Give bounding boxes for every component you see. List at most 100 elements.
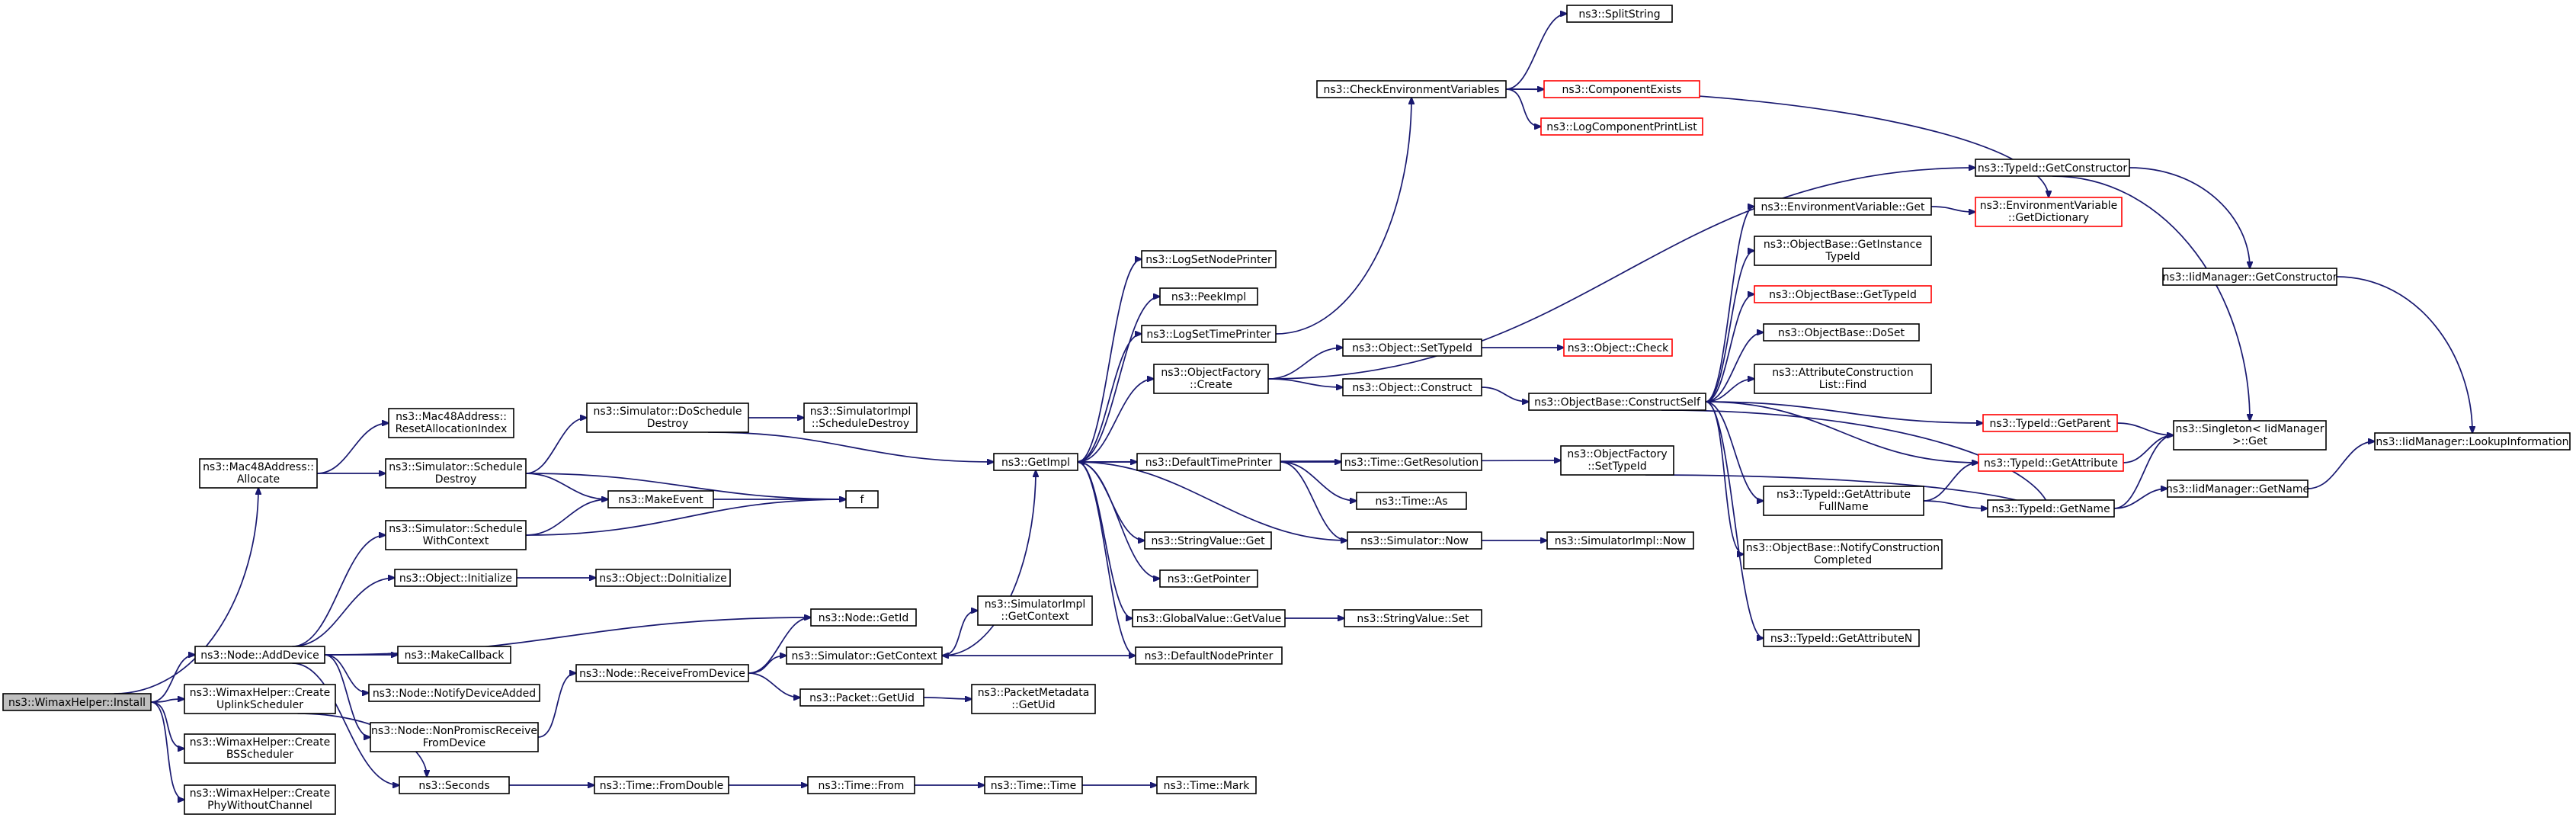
node-label: ns3::StringValue::Set (1357, 613, 1469, 625)
node-makeCallback[interactable]: ns3::MakeCallback (397, 646, 511, 664)
edge-defTimePrinter-to-simNow (1280, 461, 1347, 540)
node-objBaseGetTid[interactable]: ns3::ObjectBase::GetTypeId (1754, 285, 1932, 303)
node-label: ns3::ObjectBase::GetTypeId (1769, 289, 1917, 301)
node-tidGetName[interactable]: ns3::TypeId::GetName (1987, 499, 2115, 518)
node-box (971, 684, 1096, 714)
node-box (1566, 5, 1673, 23)
node-objBaseConstructSelf[interactable]: ns3::ObjectBase::ConstructSelf (1528, 393, 1706, 411)
node-label: ns3::Object::SetTypeId (1352, 342, 1472, 354)
edge-addDevice-to-nonPromisc (324, 654, 370, 737)
node-splitString[interactable]: ns3::SplitString (1566, 5, 1673, 23)
node-objConstruct[interactable]: ns3::Object::Construct (1342, 378, 1482, 396)
edge-iidGetConstructor-to-iidLookupInfo (2336, 276, 2472, 433)
edge-objBaseConstructSelf-to-objBaseDoSet (1705, 332, 1764, 402)
node-seconds[interactable]: ns3::Seconds (399, 776, 510, 794)
node-checkEnv[interactable]: ns3::CheckEnvironmentVariables (1316, 80, 1507, 98)
node-envVarGet[interactable]: ns3::EnvironmentVariable::Get (1754, 197, 1932, 216)
node-label: ns3::GlobalValue::GetValue (1136, 613, 1281, 625)
node-objBaseNotify[interactable]: ns3::ObjectBase::NotifyConstructionCompl… (1743, 539, 1943, 569)
node-notifyDevAdded[interactable]: ns3::Node::NotifyDeviceAdded (368, 684, 540, 702)
node-makeEvent[interactable]: ns3::MakeEvent (607, 490, 714, 508)
node-timeFrom[interactable]: ns3::Time::From (807, 776, 915, 794)
node-simGetCtx[interactable]: ns3::Simulator::GetContext (786, 646, 943, 665)
node-singletonGet[interactable]: ns3::Singleton< IidManager >::Get (2173, 420, 2327, 451)
node-timeGetRes[interactable]: ns3::Time::GetResolution (1341, 453, 1482, 471)
edge-getImpl-to-globValGet (1077, 461, 1133, 618)
node-globValGet[interactable]: ns3::GlobalValue::GetValue (1132, 609, 1286, 627)
node-simImplGetCtx[interactable]: ns3::SimulatorImpl::GetContext (977, 595, 1093, 626)
node-createPhy[interactable]: ns3::WimaxHelper::CreatePhyWithoutChanne… (184, 784, 336, 815)
node-root[interactable]: ns3::WimaxHelper::Install (2, 693, 152, 711)
node-simNow[interactable]: ns3::Simulator::Now (1347, 531, 1482, 550)
node-mac48alloc[interactable]: ns3::Mac48Address::Allocate (199, 458, 318, 489)
node-defTimePrinter[interactable]: ns3::DefaultTimePrinter (1136, 453, 1281, 471)
node-objSetTypeId[interactable]: ns3::Object::SetTypeId (1342, 338, 1482, 357)
node-pktGetUid[interactable]: ns3::Packet::GetUid (799, 688, 924, 707)
node-label: ns3::SplitString (1578, 8, 1660, 21)
node-logSetNode[interactable]: ns3::LogSetNodePrinter (1141, 250, 1277, 268)
node-defNodePrinter[interactable]: ns3::DefaultNodePrinter (1135, 646, 1283, 665)
node-tidGetParent[interactable]: ns3::TypeId::GetParent (1982, 414, 2118, 432)
node-iidGetConstructor[interactable]: ns3::IidManager::GetConstructor (2162, 268, 2337, 286)
node-timeAs[interactable]: ns3::Time::As (1356, 492, 1467, 510)
node-strValGet[interactable]: ns3::StringValue::Get (1144, 531, 1272, 550)
node-timeTime[interactable]: ns3::Time::Time (984, 776, 1083, 794)
node-tidGetAttr[interactable]: ns3::TypeId::GetAttribute (1978, 454, 2124, 472)
node-timeMark[interactable]: ns3::Time::Mark (1156, 776, 1257, 794)
edge-logSetTime-to-checkEnv (1275, 98, 1411, 335)
node-strValSet[interactable]: ns3::StringValue::Set (1344, 609, 1482, 627)
node-box (2162, 268, 2337, 286)
node-envVarGetDict[interactable]: ns3::EnvironmentVariable::GetDictionary (1975, 197, 2123, 227)
node-f[interactable]: f (845, 490, 879, 508)
node-objFactSetTypeId[interactable]: ns3::ObjectFactory::SetTypeId (1560, 445, 1674, 476)
node-timeFromDouble[interactable]: ns3::Time::FromDouble (594, 776, 729, 794)
node-getPointer[interactable]: ns3::GetPointer (1159, 569, 1258, 588)
node-doInit[interactable]: ns3::Object::DoInitialize (595, 569, 731, 587)
node-compExists[interactable]: ns3::ComponentExists (1543, 80, 1700, 98)
node-objCheck[interactable]: ns3::Object::Check (1563, 338, 1673, 357)
node-box (1156, 776, 1257, 794)
node-resetAlloc[interactable]: ns3::Mac48Address::ResetAllocationIndex (388, 408, 514, 438)
edge-tidGetParent-to-singletonGet (2116, 422, 2174, 435)
node-simImplSchedDestroy[interactable]: ns3::SimulatorImpl::ScheduleDestroy (803, 402, 918, 433)
node-logSetTime[interactable]: ns3::LogSetTimePrinter (1141, 325, 1277, 343)
node-label: Destroy (647, 418, 688, 430)
node-objFactCreate[interactable]: ns3::ObjectFactory::Create (1153, 364, 1269, 394)
node-nodeGetId[interactable]: ns3::Node::GetId (810, 608, 917, 627)
node-objInit[interactable]: ns3::Object::Initialize (394, 569, 517, 587)
node-box (1141, 250, 1277, 268)
node-addDevice[interactable]: ns3::Node::AddDevice (194, 646, 325, 664)
node-label: >::Get (2232, 435, 2268, 447)
node-peekImpl[interactable]: ns3::PeekImpl (1159, 287, 1258, 306)
edge-schedDestroy-to-doSchedDestroy (525, 418, 587, 474)
node-label: ns3::Mac48Address:: (203, 461, 314, 473)
node-tidGetAttrN[interactable]: ns3::TypeId::GetAttributeN (1763, 629, 1920, 647)
node-recvFromDev[interactable]: ns3::Node::ReceiveFromDevice (575, 664, 749, 682)
node-tidGetConstructor[interactable]: ns3::TypeId::GetConstructor (1975, 159, 2130, 177)
node-label: ns3::IidManager::GetName (2166, 483, 2309, 495)
edge-schedDestroy-to-makeEvent (525, 473, 608, 499)
node-box (397, 646, 511, 664)
node-box (1132, 609, 1286, 627)
node-iidGetName[interactable]: ns3::IidManager::GetName (2166, 479, 2309, 498)
edge-getImpl-to-objFactCreate (1077, 379, 1154, 463)
node-box (1987, 499, 2115, 518)
node-iidLookupInfo[interactable]: ns3::IidManager::LookupInformation (2374, 432, 2571, 451)
node-getImpl[interactable]: ns3::GetImpl (993, 453, 1078, 471)
node-label: Completed (1814, 554, 1872, 566)
node-pktMetaGetUid[interactable]: ns3::PacketMetadata::GetUid (971, 684, 1096, 714)
node-box (2173, 420, 2327, 451)
node-box (1316, 80, 1507, 98)
node-schedDestroy[interactable]: ns3::Simulator::ScheduleDestroy (385, 458, 527, 489)
node-simImplNow[interactable]: ns3::SimulatorImpl::Now (1546, 531, 1694, 550)
node-objBaseDoSet[interactable]: ns3::ObjectBase::DoSet (1763, 323, 1920, 342)
node-logCompPrint[interactable]: ns3::LogComponentPrintList (1540, 117, 1703, 136)
